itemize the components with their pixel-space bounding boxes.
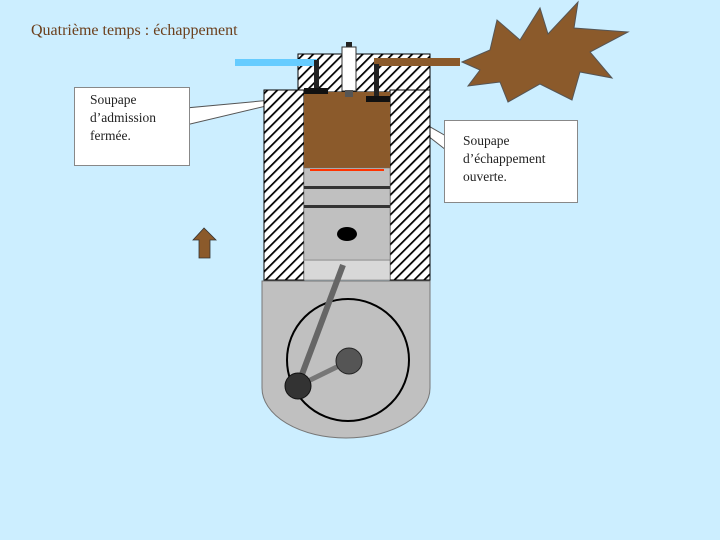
exhaust-valve-stem (374, 64, 379, 98)
intake-valve-stem (314, 60, 319, 92)
exhaust-pipe (374, 58, 460, 66)
piston-ring-2 (304, 205, 390, 208)
up-arrow-icon (192, 227, 217, 259)
exhaust-valve-head (366, 96, 390, 102)
spark-plug-electrode (345, 90, 353, 97)
exhaust-valve-callout-text: Soupape d’échappement ouverte. (463, 133, 546, 184)
exhaust-valve-callout: Soupape d’échappement ouverte. (444, 120, 578, 203)
cylinder-wall-left (263, 89, 305, 281)
intake-valve-callout-text: Soupape d’admission fermée. (90, 92, 156, 143)
intake-valve-callout: Soupape d’admission fermée. (74, 87, 190, 166)
crank-pin (284, 372, 312, 400)
crank-circle (286, 298, 410, 422)
spark-plug-body (341, 46, 357, 92)
crankshaft-center (335, 347, 363, 375)
intake-pipe (235, 59, 317, 66)
piston-pin (337, 227, 357, 241)
connecting-rod (295, 263, 346, 387)
exhaust-burst (460, 0, 630, 103)
cylinder-wall-right (389, 89, 431, 281)
intake-valve-head (304, 88, 328, 94)
exhaust-gases (304, 92, 390, 168)
piston (303, 167, 391, 261)
spark-plug-tip (346, 42, 352, 48)
cylinder-bore (303, 259, 391, 281)
piston-ring-1 (304, 186, 390, 189)
slide-title: Quatrième temps : échappement (31, 22, 238, 39)
